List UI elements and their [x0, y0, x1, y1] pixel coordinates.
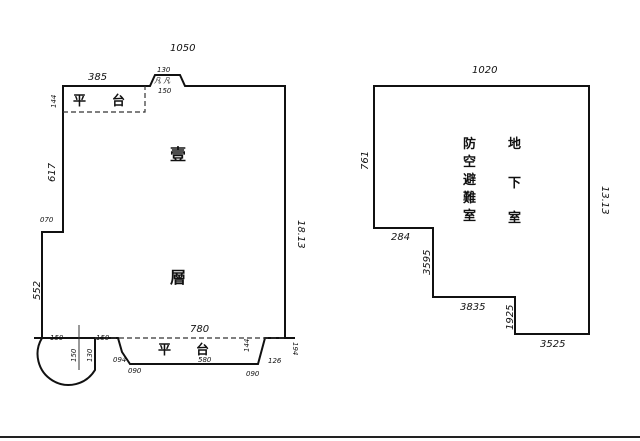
dim-step2-width: 3835	[460, 302, 485, 313]
terrace-bottom-char1: 平	[158, 343, 171, 358]
dim-basement-bottom: 3525	[540, 339, 565, 350]
upper-floor-outline	[41, 74, 286, 365]
dim-left-mid: 617	[47, 162, 58, 182]
upper-floor-plan: 平 台 壹 層 平 台 1050 385 130 凡 凡 150 144 617…	[32, 43, 306, 386]
dim-left-top: 144	[50, 95, 58, 108]
shelter-label-char3: 避	[463, 172, 476, 188]
dim-b-094a: 094	[113, 356, 126, 364]
dim-bay-150b: 150	[96, 334, 110, 342]
dim-basement-top: 1020	[472, 65, 497, 76]
shelter-label-char1: 防	[463, 136, 476, 152]
dim-step1-height: 3595	[422, 250, 433, 275]
terrace-bottom-char2: 台	[196, 342, 209, 358]
shelter-label-char5: 室	[463, 208, 476, 224]
shelter-label-char4: 難	[463, 190, 476, 206]
dim-right: 18.13	[295, 220, 306, 249]
dim-top-left: 385	[88, 72, 107, 83]
dim-bottom-total: 780	[190, 324, 209, 335]
dim-left-step: 070	[40, 216, 54, 224]
page-bottom-rule	[0, 436, 640, 438]
shelter-label-char2: 空	[463, 154, 476, 170]
dim-left-bottom: 552	[32, 281, 43, 300]
basement-outline	[373, 85, 590, 335]
dim-b-126: 126	[268, 357, 282, 365]
dim-bay-150c: 150	[70, 348, 78, 362]
dim-b-194: 194	[291, 342, 299, 355]
terrace-bay-arc	[36, 337, 96, 386]
dim-bump-top: 130	[157, 66, 171, 74]
basement-label-char1: 地	[508, 136, 521, 152]
dim-step2-height: 1925	[505, 305, 516, 330]
dim-basement-left: 761	[360, 151, 371, 170]
dim-step1-width: 284	[391, 232, 410, 243]
dim-top-total: 1050	[170, 43, 195, 54]
basement-label-char2: 下	[508, 176, 521, 191]
dim-b-090a: 090	[128, 367, 142, 375]
floor-label-char1: 壹	[170, 145, 186, 164]
dim-b-090b: 090	[246, 370, 260, 378]
terrace-top-char2: 台	[112, 93, 125, 109]
basement-label-char3: 室	[508, 210, 521, 226]
dim-bump-bot: 150	[158, 87, 172, 95]
basement-plan: 地 下 室 防 空 避 難 室 1020 761 13.13 284 3595 …	[360, 65, 610, 350]
terrace-top-char1: 平	[73, 94, 86, 109]
top-terrace-boundary	[63, 86, 146, 113]
dim-bottom-mid: 580	[198, 356, 212, 364]
dim-bay-130: 130	[86, 348, 94, 362]
dim-bump-mid: 凡 凡	[154, 77, 171, 85]
dim-basement-right: 13.13	[599, 186, 610, 215]
dim-b-144: 144	[243, 339, 251, 352]
dim-bay-150a: 150	[50, 334, 64, 342]
floor-label-char2: 層	[170, 268, 186, 287]
